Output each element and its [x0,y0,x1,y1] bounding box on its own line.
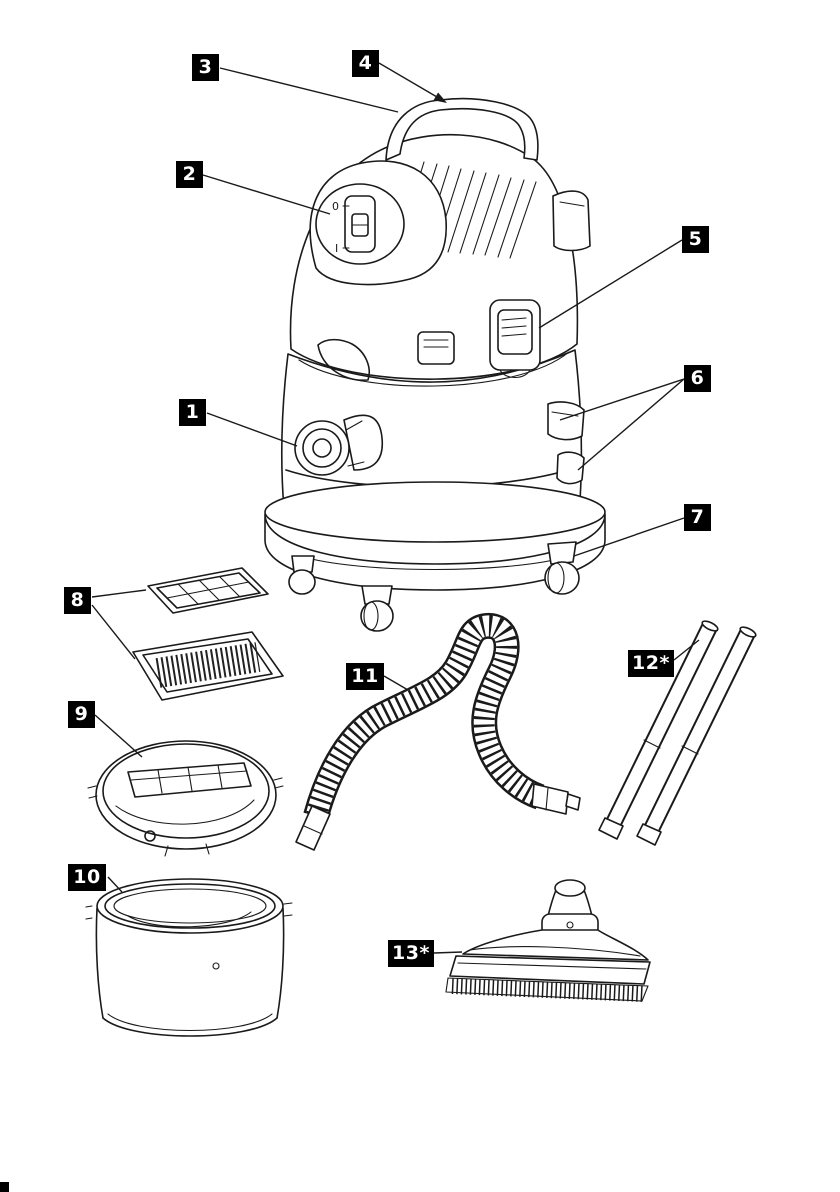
callout-5: 5 [682,226,709,253]
nozzle-body [462,929,649,961]
front-recess [317,338,370,381]
leader-line-6a [559,378,685,421]
container-illustration [85,878,293,1037]
container-latch [489,299,541,379]
leader-line-6b [577,378,685,471]
leader-line-9 [94,714,143,758]
leader-line-8b [91,604,136,660]
leader-lines [91,62,700,954]
callout-8-label: 8 [70,589,85,611]
filter-frame-illustration [147,567,269,614]
vacuum-base-ring [264,481,606,543]
switch-mark-off: 0 [332,200,339,213]
leader-line-7 [573,517,685,557]
callout-10: 10 [68,864,106,891]
switch-mark-on: I [335,242,338,255]
callout-11: 11 [346,663,384,690]
leader-line-11 [383,675,409,691]
callout-6-label: 6 [690,367,705,389]
callout-9: 9 [68,701,95,728]
callout-5-label: 5 [688,228,703,250]
hose-connector-machine [531,783,581,815]
callout-1-label: 1 [185,401,200,423]
callout-12: 12* [628,650,674,677]
nozzle-bristles [445,977,649,1002]
filter-basket-illustration [87,740,284,857]
leader-line-13 [433,951,463,954]
vacuum-base-skirt [264,513,606,591]
callout-9-label: 9 [74,703,89,725]
callout-2: 2 [176,161,203,188]
callout-8: 8 [64,587,91,614]
leader-line-5 [538,239,683,329]
callout-3-label: 3 [198,56,213,78]
callout-13: 13* [388,940,434,967]
leader-line-8a [91,589,147,598]
floor-nozzle-illustration [445,879,651,1002]
callout-13-label: 13* [392,942,430,964]
leader-line-2 [202,174,331,215]
page-edge-mark [0,1182,9,1192]
caster-left [288,555,316,595]
callout-4-label: 4 [358,52,373,74]
nozzle-base-plate [449,955,651,985]
hose-connector-end [295,805,331,851]
callout-11-label: 11 [351,665,379,687]
callout-2-label: 2 [182,163,197,185]
callout-12-label: 12* [632,652,670,674]
suction-hose-illustration [295,613,581,851]
callout-6: 6 [684,365,711,392]
latch-left [417,331,455,365]
accessory-holders [547,401,585,485]
suction-tubes-illustration [598,620,757,846]
nozzle-elbow [541,879,599,937]
suction-inlet [294,414,384,476]
leader-line-10 [107,876,123,893]
callout-1: 1 [179,399,206,426]
leader-arrow-4 [378,62,447,103]
callout-3: 3 [192,54,219,81]
suction-tube-2 [636,626,757,846]
flat-filter-illustration [132,631,284,701]
leader-line-12 [673,639,700,661]
callout-4: 4 [352,50,379,77]
leader-line-3 [219,67,399,113]
vacuum-illustration: 0 I [264,97,606,632]
power-switch: 0 I [309,160,447,286]
suction-tube-1 [598,620,719,840]
cable-hook [552,190,591,252]
callout-7-label: 7 [690,506,705,528]
caster-right [544,541,580,595]
callout-10-label: 10 [73,866,101,888]
leader-line-1 [206,412,298,447]
caster-front [360,585,394,632]
callout-7: 7 [684,504,711,531]
